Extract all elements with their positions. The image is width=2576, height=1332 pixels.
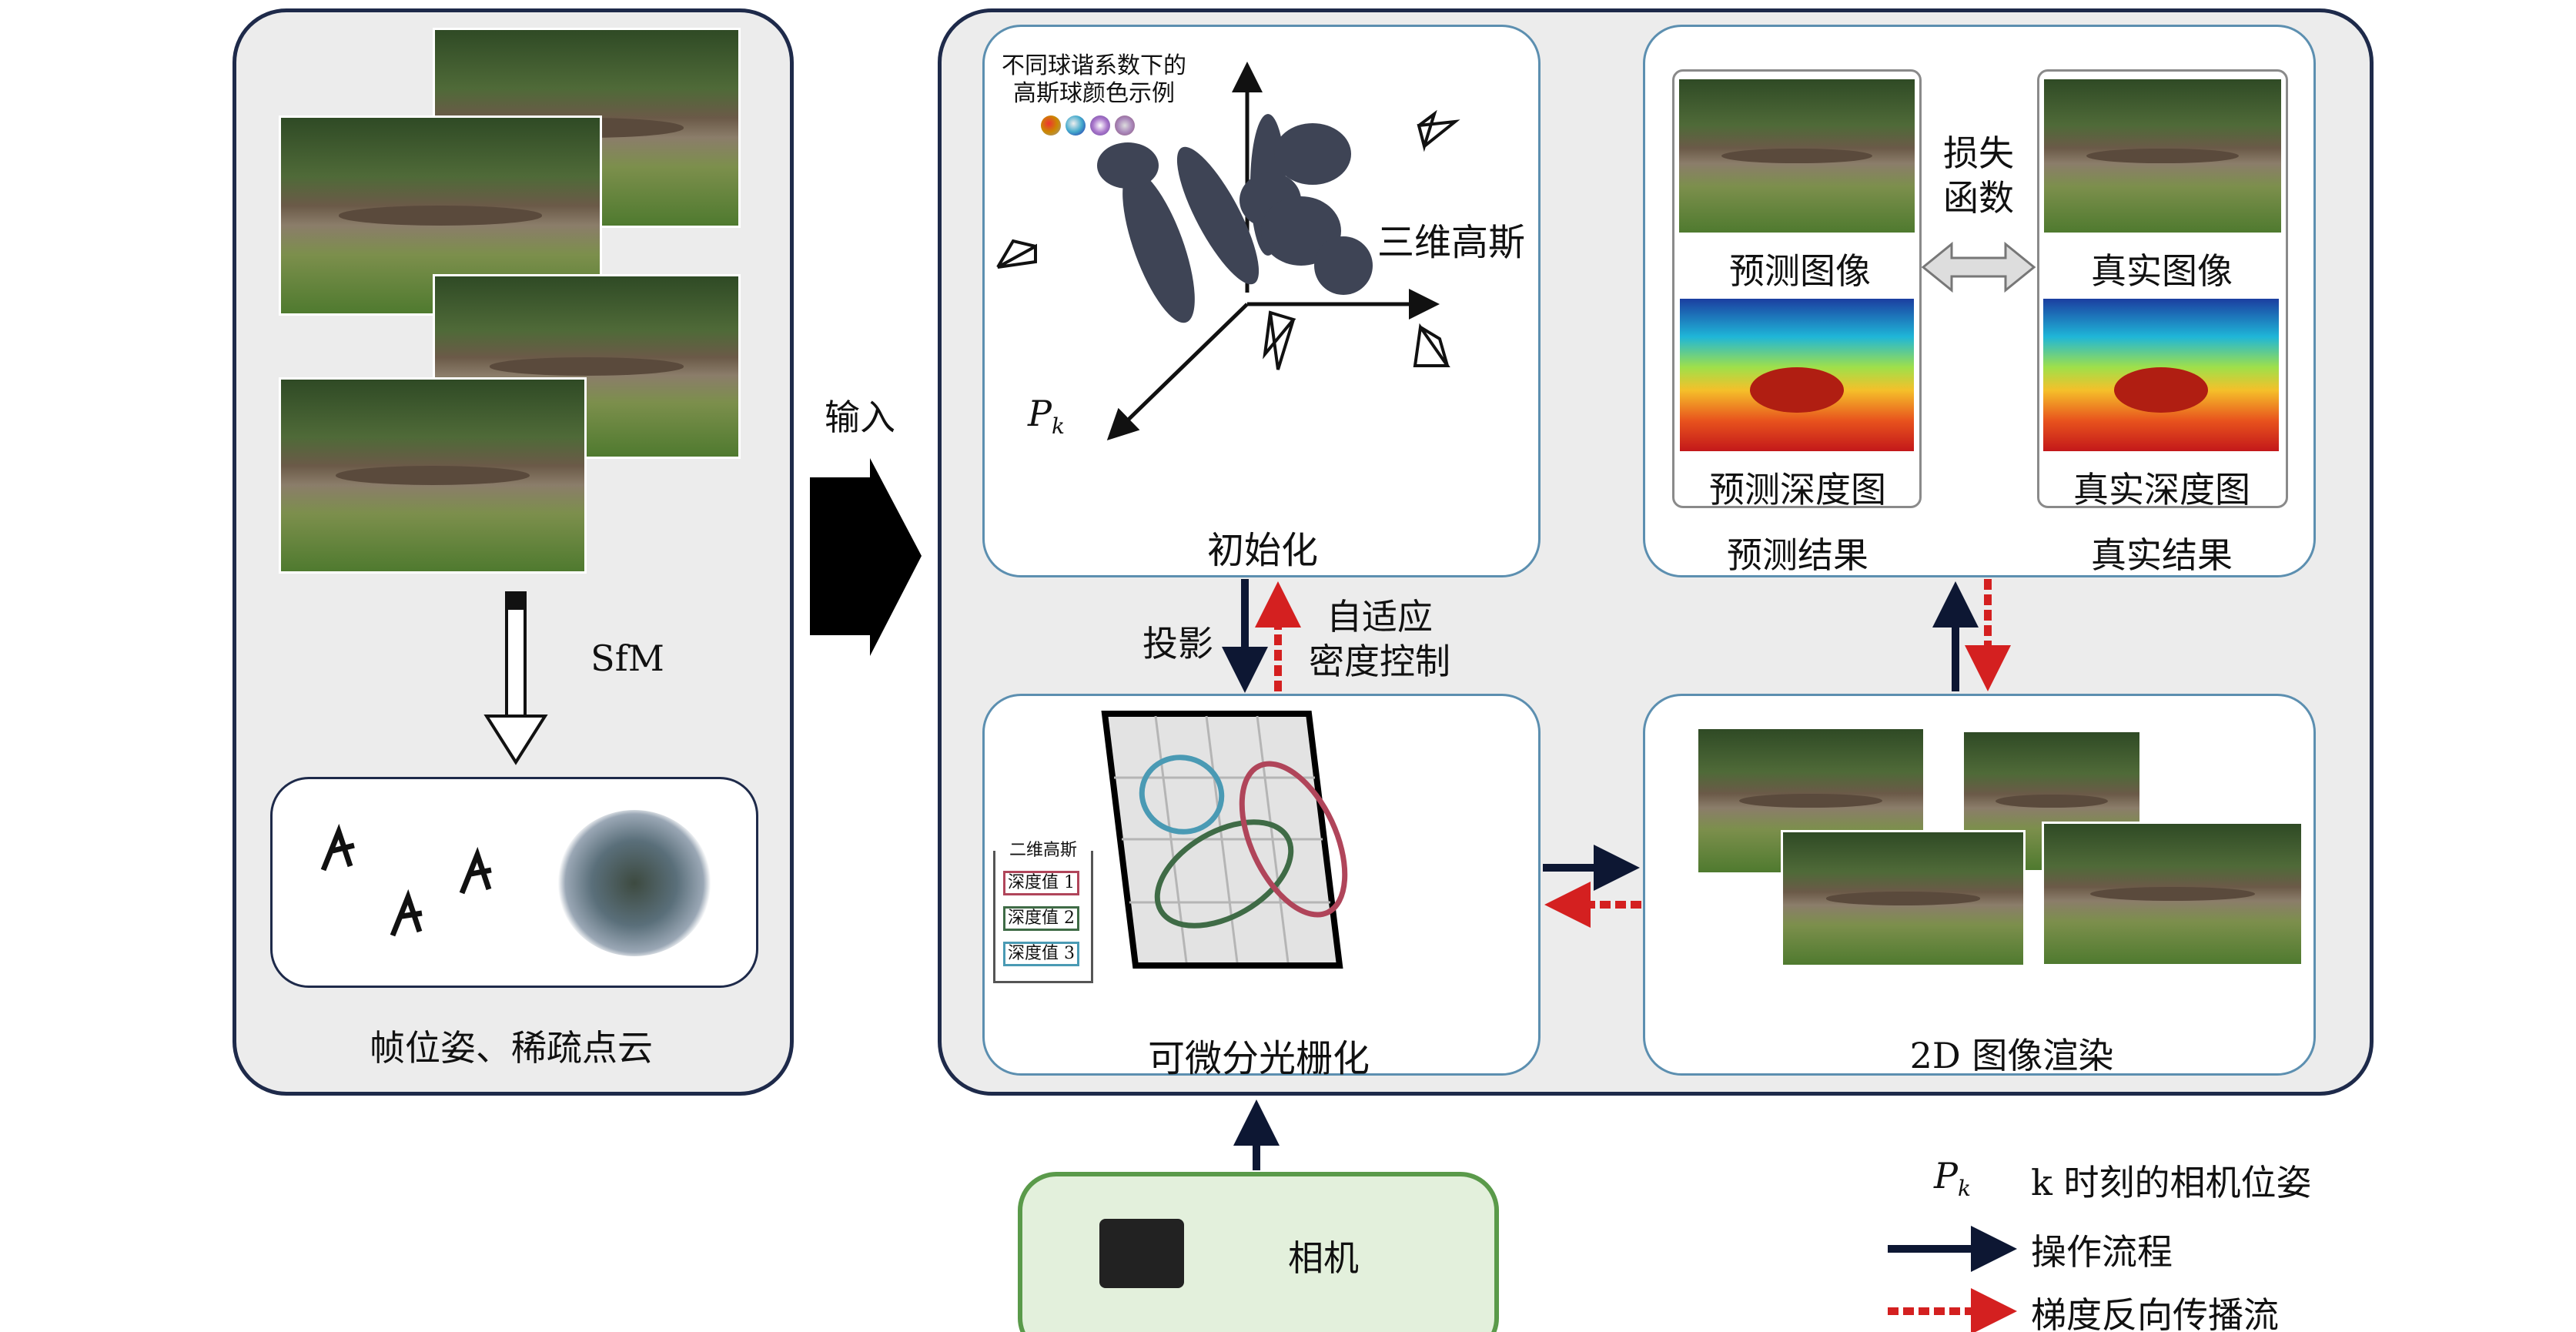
truth-frame — [2037, 69, 2288, 508]
pose-label: Pk — [1028, 393, 1065, 440]
predicted-result-label: 预测结果 — [1727, 534, 1868, 576]
density-control-label: 自适应密度控制 — [1309, 596, 1450, 682]
gaussian-ellipse-3 — [1139, 755, 1225, 835]
predicted-image-label: 预测图像 — [1729, 250, 1871, 292]
initialization-title: 初始化 — [1206, 529, 1319, 572]
input-photo-4 — [279, 377, 587, 574]
rasterization-title: 可微分光栅化 — [1147, 1037, 1370, 1080]
sh-caption: 不同球谐系数下的 高斯球颜色示例 — [990, 52, 1198, 108]
3d-gaussians-label: 三维高斯 — [1377, 221, 1526, 264]
input-photo-3 — [433, 274, 741, 459]
predicted-image — [1677, 77, 1917, 235]
camera-frustum-icons — [996, 109, 1460, 370]
true-depth-label: 真实深度图 — [2073, 469, 2250, 510]
input-label: 输入 — [825, 397, 895, 438]
legend-pose-symbol: Pk — [1934, 1155, 1971, 1202]
sh-color-spheres — [1041, 115, 1135, 136]
sfm-output-label: 帧位姿、稀疏点云 — [370, 1027, 653, 1069]
rendering-title: 2D 图像渲染 — [1909, 1035, 2114, 1076]
sphere-icon — [1066, 115, 1086, 136]
predicted-depth-map — [1680, 299, 1914, 451]
sphere-icon — [1041, 115, 1061, 136]
gaussian-ellipse-1 — [1239, 761, 1348, 918]
legend-depth-1: 深度值 1 — [1003, 871, 1079, 895]
camera-pose-glyphs — [320, 823, 492, 937]
loss-function-label: 损失函数 — [1943, 132, 2014, 219]
camera-box: 相机 — [1018, 1172, 1499, 1332]
sphere-icon — [1115, 115, 1135, 136]
gaussian-ellipse-2 — [1154, 819, 1294, 929]
legend-title: 二维高斯 — [1009, 841, 1077, 860]
point-cloud-image — [557, 810, 711, 956]
raster-grid — [1101, 711, 1348, 969]
rendered-image-4 — [2042, 822, 2303, 966]
sphere-icon — [1090, 115, 1110, 136]
sfm-arrow — [483, 591, 548, 765]
sparse-pointcloud-box — [270, 777, 758, 988]
3d-gaussian-ellipsoids — [1097, 114, 1373, 323]
true-image-label: 真实图像 — [2091, 250, 2233, 292]
legend-flow-text: 操作流程 — [2031, 1231, 2173, 1273]
input-arrow — [810, 458, 922, 656]
legend-gradient-text: 梯度反向传播流 — [2031, 1294, 2279, 1332]
sh-caption-line2: 高斯球颜色示例 — [1013, 80, 1175, 107]
camera-label: 相机 — [1288, 1237, 1359, 1279]
legend-depth-3: 深度值 3 — [1003, 942, 1079, 966]
true-image — [2042, 77, 2283, 235]
rendered-image-3 — [1781, 830, 2026, 967]
sfm-label: SfM — [590, 638, 664, 679]
true-result-label: 真实结果 — [2091, 534, 2233, 576]
prediction-frame — [1672, 69, 1922, 508]
flow-arrows — [1222, 579, 2017, 1332]
depth-legend: 二维高斯 深度值 1 深度值 2 深度值 3 — [993, 841, 1093, 983]
camera-icon — [1099, 1219, 1184, 1288]
sh-caption-line1: 不同球谐系数下的 — [1002, 52, 1186, 79]
predicted-depth-label: 预测深度图 — [1709, 469, 1886, 510]
projection-label: 投影 — [1142, 623, 1213, 664]
legend-pose-text: k 时刻的相机位姿 — [2031, 1162, 2312, 1203]
legend-depth-2: 深度值 2 — [1003, 906, 1079, 931]
true-depth-map — [2043, 299, 2279, 451]
loss-double-arrow — [1921, 241, 2036, 293]
